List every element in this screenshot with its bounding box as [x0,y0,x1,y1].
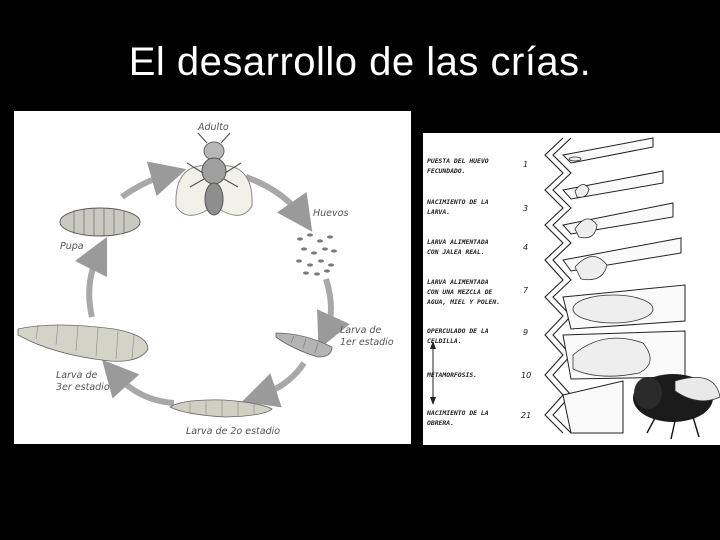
cycle-arrow-eggs-larva1 [317,278,350,350]
stage-row-4-day: 7 [523,286,529,295]
cycle-arrow-larva3-pupa [74,236,108,318]
brood-stages-svg: PUESTA DEL HUEVO FECUNDADO. 1 NACIMIENTO… [426,137,720,440]
stage-row-2-line2: LARVA. [427,208,450,216]
label-adult: Adulto [197,122,229,133]
stage-row-4-line3: AGUA, MIEL Y POLEN. [426,298,500,306]
label-eggs: Huevos [313,208,348,219]
slide-title: El desarrollo de las crías. [128,40,592,84]
cycle-arrow-larva1-larva2 [241,361,307,408]
stage-row-4-line2: CON UNA MEZCLA DE [427,288,493,296]
cycle-arrow-pupa-adult [120,161,187,200]
adult-bee-illustration [175,132,253,216]
stage-row-5-line2: CELDILLA. [427,337,462,345]
stage-row-5-line1: OPERCULADO DE LA [427,327,489,335]
stage-row-4-line1: LARVA ALIMENTADA [427,278,489,286]
stage-row-1-day: 1 [523,160,528,169]
label-larva2: Larva de 2o estadio [186,426,280,437]
stage-row-7-line1: NACIMIENTO DE LA [426,409,489,417]
larva2-illustration [169,399,273,418]
stage-row-3-line1: LARVA ALIMENTADA [427,238,489,246]
stage-row-7-line2: OBRERA. [427,419,454,427]
comb-wall [544,137,572,434]
larva1-illustration [275,332,333,358]
stage-row-6-day: 10 [521,371,531,380]
label-larva3-line1: Larva de [56,370,98,381]
life-cycle-svg: Adulto Huevos Larva de 1er estadio [17,122,394,437]
stage-row-5-day: 9 [523,328,528,337]
brood-contents [568,156,654,377]
stage-row-3-line2: CON JALEA REAL. [427,248,485,256]
stage-row-6-line1: METAMORFOSIS. [426,371,477,379]
stage-row-1-line2: FECUNDADO. [427,167,465,175]
stage-row-2-line1: NACIMIENTO DE LA [426,198,489,206]
label-pupa: Pupa [60,241,84,252]
cycle-arrow-larva2-larva3 [102,359,175,406]
larva3-illustration [17,323,149,362]
pupa-illustration [59,207,141,237]
brood-stages-diagram: PUESTA DEL HUEVO FECUNDADO. 1 NACIMIENTO… [423,133,720,445]
cycle-arrow-adult-eggs [244,174,313,232]
worker-bee-illustration [633,374,720,440]
eggs-illustration [296,233,337,276]
stage-row-2-day: 3 [523,204,528,213]
stage-row-3-day: 4 [523,243,528,252]
label-larva1-line1: Larva de [340,325,382,336]
life-cycle-diagram: Adulto Huevos Larva de 1er estadio [14,111,411,444]
label-larva3-line2: 3er estadio [56,382,110,393]
stage-row-7-day: 21 [521,411,531,420]
label-larva1-line2: 1er estadio [340,337,394,348]
stage-row-1-line1: PUESTA DEL HUEVO [427,157,489,165]
